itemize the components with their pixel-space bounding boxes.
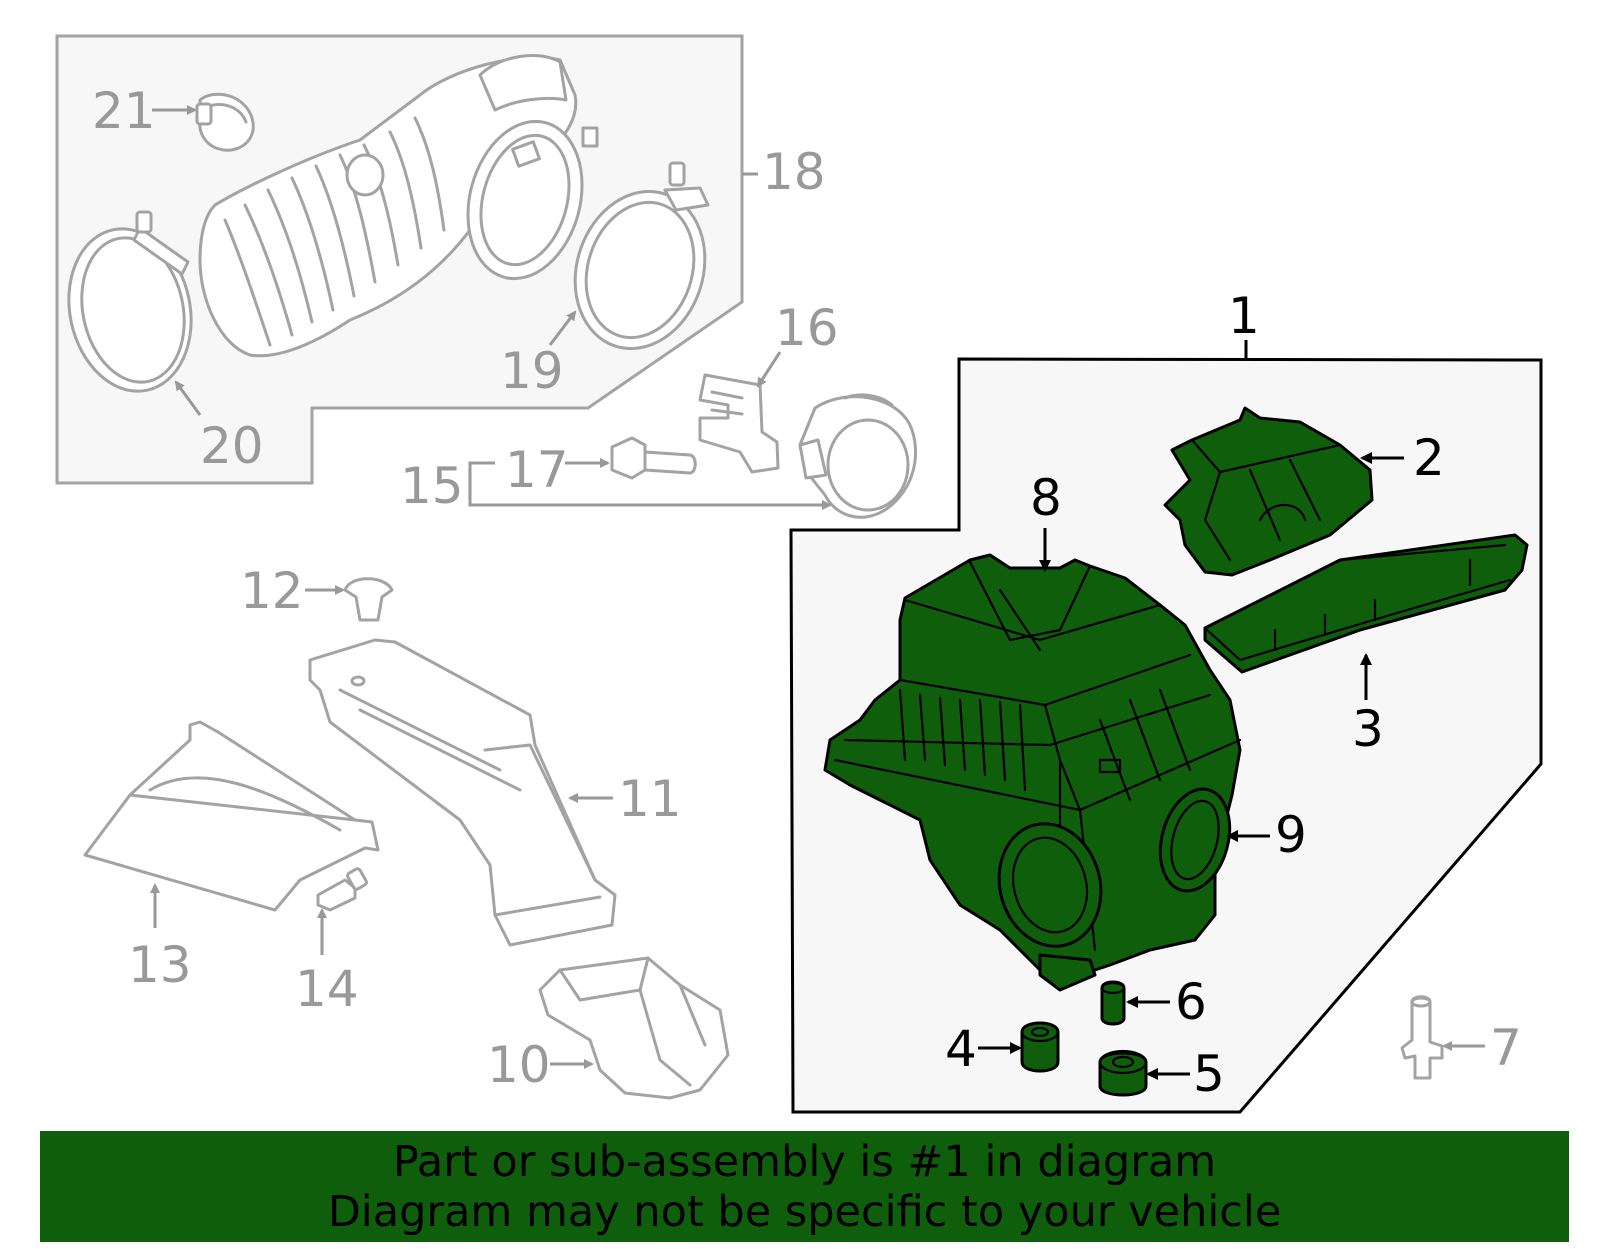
callout-12: 12 (240, 562, 304, 620)
resonator-10 (538, 956, 730, 1100)
mass-airflow-sensor-15 (798, 393, 917, 519)
callout-7: 7 (1490, 1019, 1522, 1077)
callout-6: 6 (1175, 973, 1207, 1031)
clip-14 (316, 867, 368, 912)
hose-clamp-19 (573, 161, 710, 351)
callout-11: 11 (618, 770, 682, 828)
air-cleaner-housing-8[interactable] (823, 553, 1242, 992)
air-deflector-13 (83, 720, 380, 912)
callout-8: 8 (1030, 469, 1062, 527)
air-cleaner-cover-2[interactable] (1163, 406, 1374, 577)
grommet-5[interactable] (1098, 1049, 1148, 1097)
callout-1: 1 (1228, 287, 1260, 345)
intake-duct-hose (198, 54, 599, 358)
retaining-clip-21 (195, 92, 255, 152)
callout-4: 4 (945, 1020, 977, 1078)
pin-7 (1400, 995, 1444, 1080)
callout-16: 16 (775, 299, 839, 357)
callout-13: 13 (128, 936, 192, 994)
callout-21: 21 (92, 82, 156, 140)
callout-5: 5 (1193, 1045, 1225, 1103)
callout-9: 9 (1275, 806, 1307, 864)
callout-15: 15 (400, 457, 464, 515)
sensor-bracket-16 (698, 373, 780, 474)
callout-20: 20 (200, 417, 264, 475)
hose-clamp-20 (67, 210, 193, 393)
bolt-17 (610, 436, 697, 480)
callout-18: 18 (762, 143, 826, 201)
callout-3: 3 (1352, 700, 1384, 758)
callout-2: 2 (1413, 429, 1445, 487)
callout-17: 17 (505, 441, 569, 499)
banner-line-2: Diagram may not be specific to your vehi… (327, 1186, 1282, 1237)
callout-19: 19 (500, 342, 564, 400)
banner-line-1: Part or sub-assembly is #1 in diagram (392, 1136, 1217, 1187)
air-filter-element-3[interactable] (1203, 533, 1529, 674)
grommet-4[interactable] (1020, 1021, 1060, 1073)
air-intake-duct-11 (308, 638, 617, 947)
pushpin-12 (343, 577, 394, 622)
insulator-6[interactable] (1100, 980, 1126, 1026)
callout-14: 14 (295, 960, 359, 1018)
callout-10: 10 (487, 1036, 551, 1094)
info-banner: Part or sub-assembly is #1 in diagram Di… (40, 1131, 1569, 1242)
